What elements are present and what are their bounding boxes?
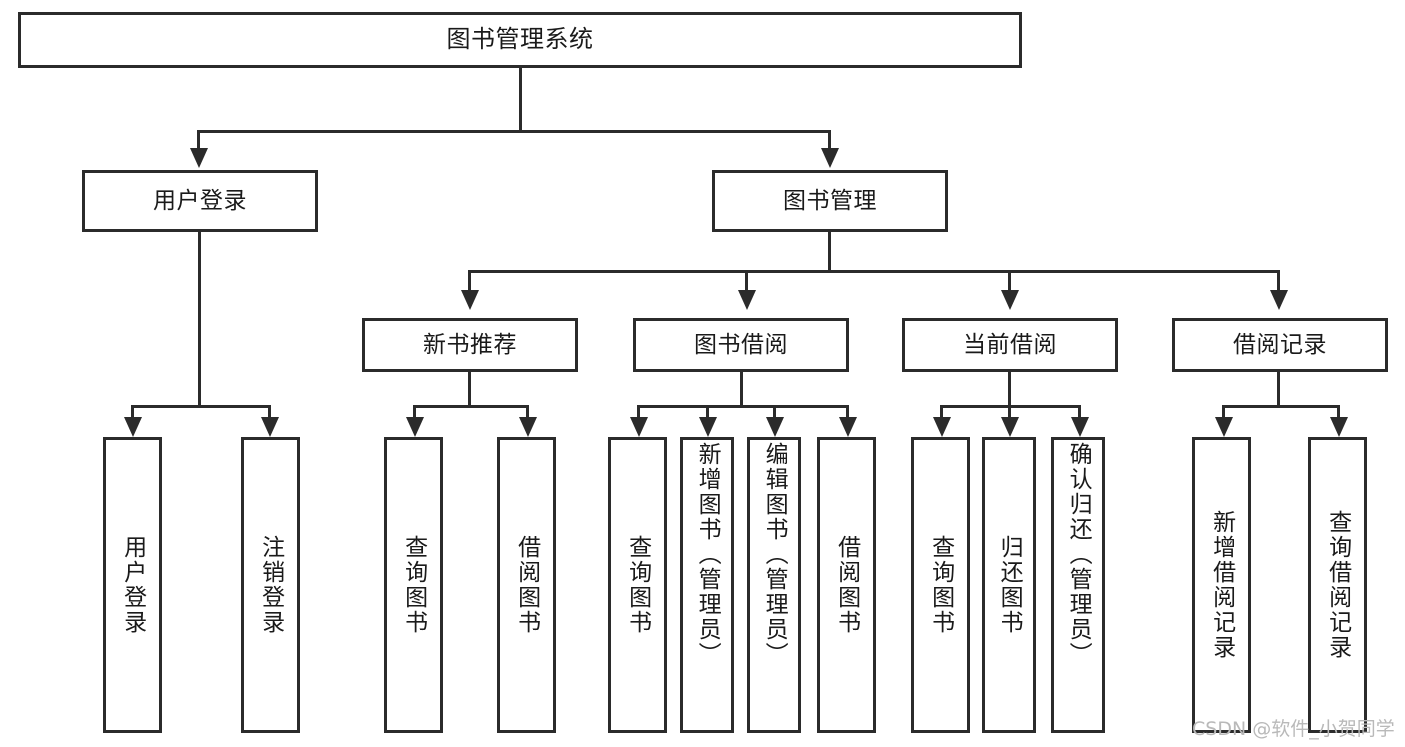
arrow-to-leaf-confirm-return	[1071, 417, 1089, 437]
node-root-book-management-system[interactable]: 图书管理系统	[18, 12, 1022, 68]
node-label: 注销登录	[257, 535, 284, 635]
arrow-to-leaf-edit-book	[766, 417, 784, 437]
arrow-to-leaf-query-book-1	[406, 417, 424, 437]
connector-level3-bar	[468, 270, 1280, 273]
arrow-to-leaf-query-book-3	[933, 417, 951, 437]
connector-book-borrow-bar	[637, 405, 849, 408]
leaf-borrow-book-recommend[interactable]: 借阅图书	[497, 437, 556, 733]
node-book-borrow[interactable]: 图书借阅	[633, 318, 849, 372]
node-book-management[interactable]: 图书管理	[712, 170, 948, 232]
connector-user-login-bar	[131, 405, 271, 408]
node-label: 编辑图书（管理员）	[761, 442, 788, 667]
connector-borrow-record-drop-2	[1337, 405, 1340, 419]
connector-new-book-stem	[468, 372, 471, 405]
connector-borrow-record-stem	[1277, 372, 1280, 405]
node-label: 查询借阅记录	[1324, 510, 1351, 660]
connector-level2-bar	[197, 130, 831, 133]
leaf-query-book-recommend[interactable]: 查询图书	[384, 437, 443, 733]
node-label: 查询图书	[927, 535, 954, 635]
leaf-query-book-borrow[interactable]: 查询图书	[608, 437, 667, 733]
node-label: 新书推荐	[423, 331, 517, 358]
node-label: 当前借阅	[963, 331, 1057, 358]
leaf-borrow-book[interactable]: 借阅图书	[817, 437, 876, 733]
node-label: 借阅图书	[833, 535, 860, 635]
node-label: 图书借阅	[694, 331, 788, 358]
arrow-to-book-borrow	[738, 290, 756, 310]
node-label: 用户登录	[153, 187, 247, 214]
node-label: 确认归还（管理员）	[1065, 442, 1092, 667]
node-label: 查询图书	[400, 535, 427, 635]
node-label: 图书管理	[783, 187, 877, 214]
node-new-book-recommend[interactable]: 新书推荐	[362, 318, 578, 372]
connector-level3-drop-3	[1008, 270, 1011, 292]
node-user-login[interactable]: 用户登录	[82, 170, 318, 232]
node-label: 新增借阅记录	[1208, 510, 1235, 660]
arrow-to-book-management	[821, 148, 839, 168]
arrow-to-leaf-return-book	[1001, 417, 1019, 437]
connector-current-borrow-drop-2	[1008, 405, 1011, 419]
connector-book-borrow-drop-4	[846, 405, 849, 419]
arrow-to-borrow-record	[1270, 290, 1288, 310]
arrow-to-leaf-query-record	[1330, 417, 1348, 437]
connector-level3-drop-1	[468, 270, 471, 292]
leaf-return-book[interactable]: 归还图书	[982, 437, 1036, 733]
arrow-to-leaf-add-record	[1215, 417, 1233, 437]
leaf-add-book-admin[interactable]: 新增图书（管理员）	[680, 437, 734, 733]
connector-new-book-drop-1	[413, 405, 416, 419]
arrow-to-leaf-add-book	[699, 417, 717, 437]
arrow-to-leaf-query-book-2	[630, 417, 648, 437]
connector-new-book-drop-2	[526, 405, 529, 419]
leaf-query-borrow-record[interactable]: 查询借阅记录	[1308, 437, 1367, 733]
connector-user-login-drop-2	[268, 405, 271, 419]
connector-level3-drop-4	[1277, 270, 1280, 292]
connector-current-borrow-drop-1	[940, 405, 943, 419]
leaf-add-borrow-record[interactable]: 新增借阅记录	[1192, 437, 1251, 733]
connector-level2-drop-2	[828, 130, 831, 148]
node-current-borrow[interactable]: 当前借阅	[902, 318, 1118, 372]
connector-book-management-stem	[828, 232, 831, 270]
arrow-to-new-book-recommend	[461, 290, 479, 310]
connector-current-borrow-drop-3	[1078, 405, 1081, 419]
leaf-query-book-current[interactable]: 查询图书	[911, 437, 970, 733]
node-label: 查询图书	[624, 535, 651, 635]
leaf-confirm-return-admin[interactable]: 确认归还（管理员）	[1051, 437, 1105, 733]
node-label: 借阅图书	[513, 535, 540, 635]
connector-root-stem	[519, 68, 522, 130]
connector-user-login-stem	[198, 232, 201, 405]
arrow-to-leaf-borrow-book-1	[519, 417, 537, 437]
connector-book-borrow-drop-2	[706, 405, 709, 419]
node-label: 新增图书（管理员）	[694, 442, 721, 667]
connector-current-borrow-stem	[1008, 372, 1011, 405]
arrow-to-leaf-borrow-book-2	[839, 417, 857, 437]
connector-book-borrow-drop-3	[773, 405, 776, 419]
arrow-to-user-login	[190, 148, 208, 168]
node-borrow-record[interactable]: 借阅记录	[1172, 318, 1388, 372]
connector-borrow-record-drop-1	[1222, 405, 1225, 419]
node-label: 用户登录	[119, 535, 146, 635]
connector-book-borrow-drop-1	[637, 405, 640, 419]
node-label: 图书管理系统	[446, 25, 594, 54]
arrow-to-leaf-logout	[261, 417, 279, 437]
leaf-edit-book-admin[interactable]: 编辑图书（管理员）	[747, 437, 801, 733]
leaf-logout[interactable]: 注销登录	[241, 437, 300, 733]
csdn-watermark: CSDN @软件_小贺同学	[1192, 718, 1395, 740]
connector-level3-drop-2	[745, 270, 748, 292]
node-label: 归还图书	[996, 535, 1023, 635]
arrow-to-leaf-user-login	[124, 417, 142, 437]
connector-level2-drop-1	[197, 130, 200, 148]
connector-user-login-drop-1	[131, 405, 134, 419]
leaf-user-login[interactable]: 用户登录	[103, 437, 162, 733]
arrow-to-current-borrow	[1001, 290, 1019, 310]
connector-book-borrow-stem	[740, 372, 743, 405]
node-label: 借阅记录	[1233, 331, 1327, 358]
connector-borrow-record-bar	[1222, 405, 1340, 408]
connector-new-book-bar	[413, 405, 529, 408]
